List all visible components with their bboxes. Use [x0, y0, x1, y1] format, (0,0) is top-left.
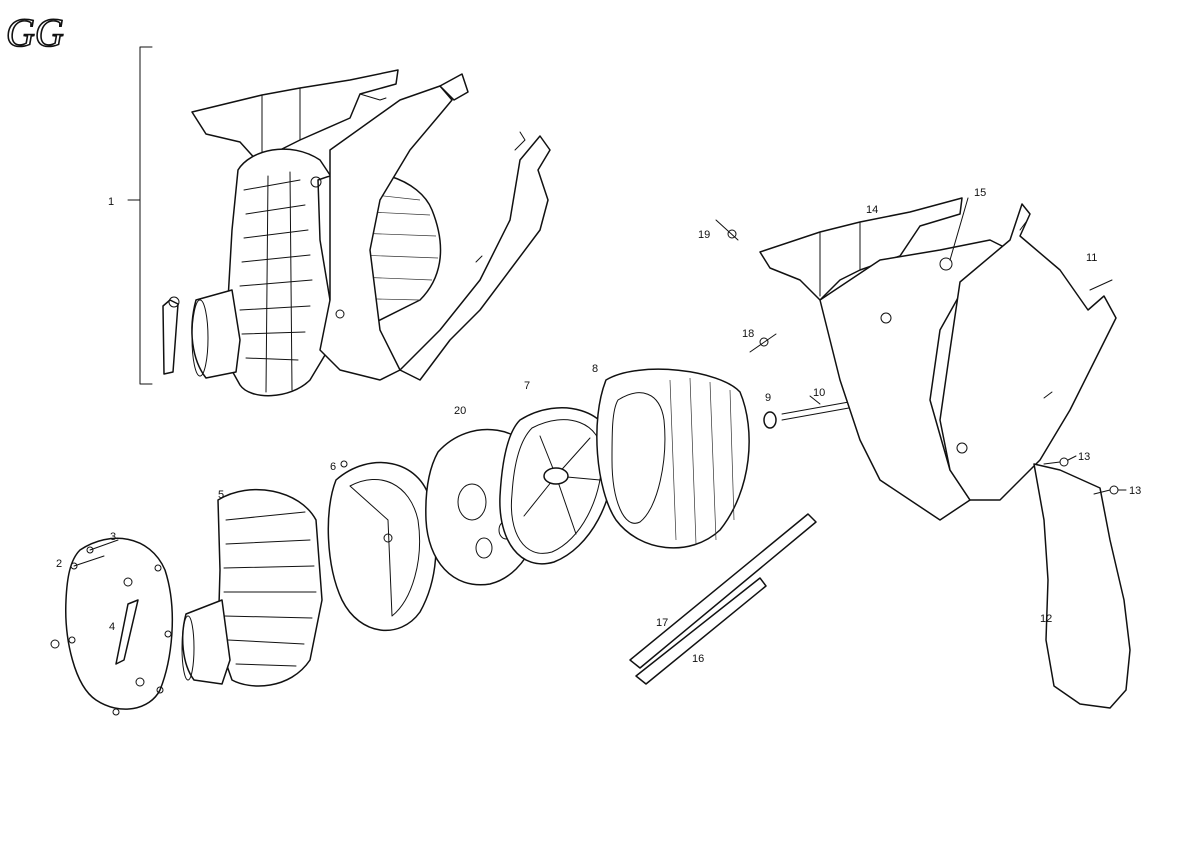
callout-17: 17	[656, 617, 668, 629]
strip-17	[629, 513, 817, 669]
fastener-19	[715, 219, 739, 241]
brand-logo: GG	[5, 9, 64, 56]
callout-10: 10	[813, 387, 825, 399]
splash-guard	[1033, 463, 1131, 709]
callout-8: 8	[592, 363, 598, 375]
callout-2: 2	[56, 558, 62, 570]
screw-13-upper	[1043, 457, 1069, 467]
leader-lines	[73, 197, 1127, 567]
callout-18: 18	[742, 328, 754, 340]
fastener-18	[749, 333, 777, 353]
intake-housing	[181, 488, 323, 687]
strip-16	[635, 577, 767, 685]
callout-3: 3	[110, 531, 116, 543]
cover-plate-gasket	[65, 537, 174, 716]
callout-5: 5	[218, 489, 224, 501]
callout-12: 12	[1040, 613, 1052, 625]
air-box-assembly	[162, 69, 551, 397]
callout-1: 1	[108, 196, 114, 208]
callout-20: 20	[454, 405, 466, 417]
callout-labels: 1 2 3 4 5 6 7 8 9 10 11 12 13 13 14 15 1…	[56, 187, 1141, 665]
callout-11: 11	[1086, 252, 1097, 264]
air-box-frame	[759, 197, 1117, 521]
brand-logo-text: GG	[6, 10, 64, 55]
assembly-bracket	[127, 46, 153, 385]
callout-15: 15	[974, 187, 986, 199]
callout-9: 9	[765, 392, 771, 404]
callout-4: 4	[109, 621, 115, 633]
callout-14: 14	[866, 204, 878, 216]
callout-13-upper: 13	[1078, 451, 1090, 463]
screw-2	[50, 639, 60, 649]
foam-filter-element	[596, 368, 750, 549]
callout-13-lower: 13	[1129, 485, 1141, 497]
flange-plate	[327, 460, 437, 632]
callout-19: 19	[698, 229, 710, 241]
callout-7: 7	[524, 380, 530, 392]
callout-16: 16	[692, 653, 704, 665]
filter-support-wheel	[499, 407, 615, 565]
callout-6: 6	[330, 461, 336, 473]
washer	[763, 411, 777, 429]
